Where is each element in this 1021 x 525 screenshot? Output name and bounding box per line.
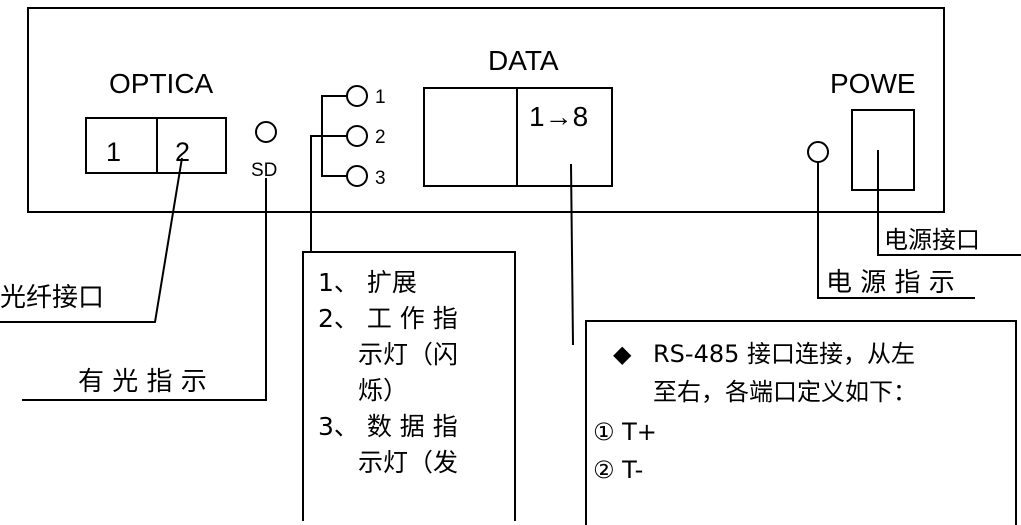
power-indicator-label: 电 源 指 示 xyxy=(826,268,955,298)
power-led-leader xyxy=(817,162,975,299)
rs485-note-line: RS-485 接口连接，从左 xyxy=(653,340,916,368)
led-2-label: 2 xyxy=(375,127,386,148)
power-socket-leader xyxy=(877,150,1021,256)
bullet-icon: ◆ xyxy=(613,340,632,368)
led-note-line: 示灯（闪 xyxy=(358,340,459,369)
device-panel-diagram: OPTICA 1 2 SD 1 2 3 DATA 1→8 POWE 光纤接口 有… xyxy=(0,7,1021,401)
rs485-pin-item: ② T- xyxy=(593,456,644,484)
led-note-line: 2、 工 作 指 xyxy=(318,304,458,333)
optical-port-2-label: 2 xyxy=(175,137,190,167)
sd-led-icon xyxy=(255,121,277,143)
device-front-panel xyxy=(27,7,945,213)
data-port-leader xyxy=(570,163,574,346)
light-indicator-label: 有 光 指 示 xyxy=(78,367,207,397)
light-indicator-leader xyxy=(22,178,267,401)
led-note-line: 3、 数 据 指 xyxy=(318,412,458,441)
power-led-icon xyxy=(807,141,829,163)
led-1-label: 1 xyxy=(375,87,386,108)
rs485-note: ◆ RS-485 接口连接，从左 至右，各端口定义如下： ① T+ ② T- xyxy=(585,320,1017,525)
optical-title: OPTICA xyxy=(109,68,214,99)
led-3-label: 3 xyxy=(375,168,386,189)
led-1-icon xyxy=(346,85,368,107)
led-note-line: 示灯（发 xyxy=(358,448,459,477)
fiber-interface-leader xyxy=(0,157,183,323)
optical-port-1-label: 1 xyxy=(106,137,121,167)
power-socket-box xyxy=(851,109,915,191)
data-title: DATA xyxy=(488,45,559,76)
led-note-line: 1、 扩展 xyxy=(318,268,417,297)
power-interface-label: 电源接口 xyxy=(884,226,980,254)
power-title: POWE xyxy=(830,68,916,99)
rs485-note-line: 至右，各端口定义如下： xyxy=(653,378,917,406)
led-note-line: 烁） xyxy=(358,376,409,405)
led-3-icon xyxy=(346,165,368,187)
led-function-note: 1、 扩展 2、 工 作 指 示灯（闪 烁） 3、 数 据 指 示灯（发 xyxy=(302,251,516,521)
rs485-pin-item: ① T+ xyxy=(593,418,657,446)
led-2-leader xyxy=(310,135,347,251)
fiber-interface-label: 光纤接口 xyxy=(0,283,104,313)
sd-label: SD xyxy=(251,160,277,181)
data-range-label: 1→8 xyxy=(529,101,588,132)
led-2-icon xyxy=(346,125,368,147)
